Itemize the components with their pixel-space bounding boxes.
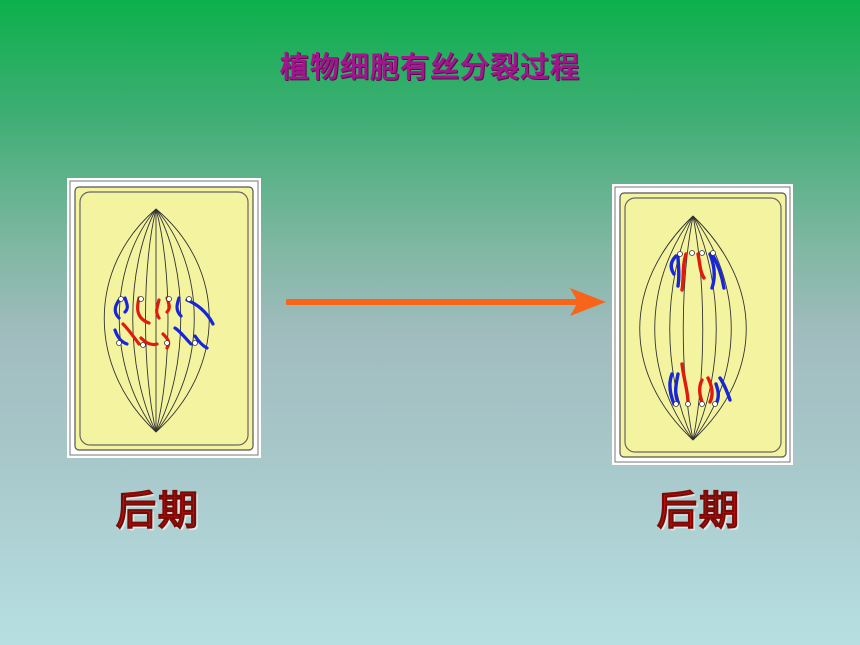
- spindle-fibers: [639, 215, 747, 441]
- chromosomes-top: [669, 252, 726, 292]
- progression-arrow: [286, 288, 606, 316]
- centromeres-right: [673, 250, 718, 407]
- right-cell-diagram: [612, 184, 793, 465]
- right-stage-label: 后期: [657, 487, 741, 535]
- centromeres-left: [116, 296, 198, 348]
- left-stage-label: 后期: [116, 487, 200, 535]
- right-cell-svg: [614, 186, 791, 463]
- left-cell-diagram: [67, 178, 261, 458]
- left-cell-svg: [69, 180, 259, 456]
- page-title: 植物细胞有丝分裂过程: [279, 50, 580, 84]
- chromosomes-bottom: [668, 362, 732, 406]
- chromosomes-left: [113, 296, 215, 350]
